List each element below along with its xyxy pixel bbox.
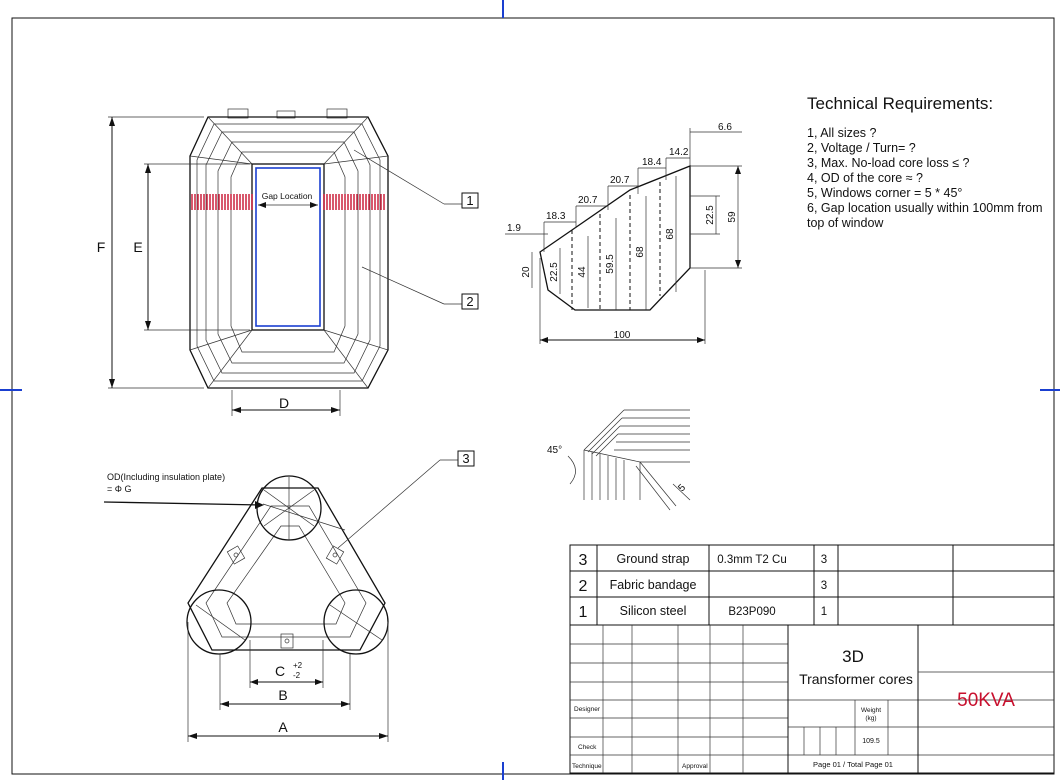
page-label: Page 01 / Total Page 01: [813, 760, 893, 769]
dim-a-label: A: [278, 719, 288, 735]
bom-name-3: Ground strap: [617, 552, 690, 566]
technical-requirements-title: Technical Requirements:: [807, 94, 994, 113]
model-label: 50KVA: [957, 690, 1015, 711]
bom-no-3: 3: [579, 552, 588, 569]
dim-e-label: E: [133, 239, 142, 255]
core-section: 100 6.6 14.2 18.4 20.7 20.7 18.3 1.9 20 …: [505, 122, 742, 344]
bom-row: 3 Ground strap 0.3mm T2 Cu 3: [579, 552, 828, 569]
tol-minus: -2: [293, 671, 301, 680]
corner-angle: 45°: [547, 445, 562, 456]
bom-name-1: Silicon steel: [620, 604, 687, 618]
dim-f-label: F: [97, 239, 106, 255]
dim-18-4: 18.4: [642, 157, 662, 168]
dim-68b: 68: [665, 228, 676, 240]
dim-c-label: C: [275, 663, 285, 679]
top-view: OD(Including insulation plate) = Φ G 3 C…: [103, 450, 475, 742]
gap-band: [191, 194, 385, 210]
technical-requirements: Technical Requirements: 1, All sizes ? 2…: [807, 94, 1057, 231]
title-line-1: 3D: [842, 647, 864, 666]
dim-59: 59: [727, 211, 738, 223]
dim-d-label: D: [279, 395, 289, 411]
designer-label: Designer: [574, 706, 601, 713]
dim-68a: 68: [635, 246, 646, 258]
requirement-item: 3, Max. No-load core loss ≤ ?: [807, 156, 970, 170]
dim-44: 44: [577, 266, 588, 278]
requirement-item: 2, Voltage / Turn= ?: [807, 141, 916, 155]
dim-20-7a: 20.7: [610, 175, 630, 186]
dim-20-7b: 20.7: [578, 195, 598, 206]
dim-100: 100: [614, 330, 631, 341]
bom-qty-1: 1: [821, 606, 827, 618]
bom-no-2: 2: [579, 578, 588, 595]
corner-detail: 5 45°: [547, 409, 691, 511]
front-view: Gap Location F E D 1 2: [97, 108, 479, 416]
balloon-2: 2: [466, 294, 473, 309]
dim-6-6: 6.6: [718, 122, 732, 133]
dim-1-9: 1.9: [507, 223, 521, 234]
weight-value: 109.5: [862, 738, 880, 745]
bom-spec-1: B23P090: [728, 606, 775, 618]
dim-b-label: B: [278, 687, 287, 703]
dim-20: 20: [521, 266, 532, 278]
od-label-2: = Φ G: [107, 484, 131, 494]
bom-row: 2 Fabric bandage 3: [579, 578, 828, 595]
bom-no-1: 1: [579, 604, 588, 621]
gap-location-label: Gap Location: [262, 191, 313, 201]
title-block: 3D Transformer cores 50KVA Designer Chec…: [569, 624, 1055, 774]
corner-size: 5: [676, 482, 688, 494]
dim-18-3: 18.3: [546, 211, 566, 222]
weight-label-2: (kg): [865, 715, 876, 722]
requirement-item: 6, Gap location usually within 100mm fro…: [807, 201, 1043, 230]
bom-qty-3: 3: [821, 554, 827, 566]
bom-qty-2: 3: [821, 580, 827, 592]
approval-label: Approval: [682, 763, 708, 770]
dim-14-2: 14.2: [669, 147, 689, 158]
dim-22-5a: 22.5: [549, 262, 560, 282]
dim-59-5: 59.5: [605, 254, 616, 274]
tol-plus: +2: [293, 661, 303, 670]
technique-label: Technique: [572, 763, 602, 770]
requirement-item: 5, Windows corner = 5 * 45°: [807, 186, 963, 200]
balloon-3: 3: [462, 451, 469, 466]
bom-spec-3: 0.3mm T2 Cu: [717, 554, 786, 566]
check-label: Check: [578, 744, 597, 751]
dim-22-5b: 22.5: [705, 205, 716, 225]
bom-name-2: Fabric bandage: [610, 578, 697, 592]
od-label-1: OD(Including insulation plate): [107, 472, 225, 482]
requirement-item: 1, All sizes ?: [807, 126, 877, 140]
weight-label-1: Weight: [861, 707, 881, 714]
bom-row: 1 Silicon steel B23P090 1: [579, 604, 828, 621]
requirement-item: 4, OD of the core ≈ ?: [807, 171, 923, 185]
title-line-2: Transformer cores: [799, 671, 913, 687]
balloon-1: 1: [466, 193, 473, 208]
